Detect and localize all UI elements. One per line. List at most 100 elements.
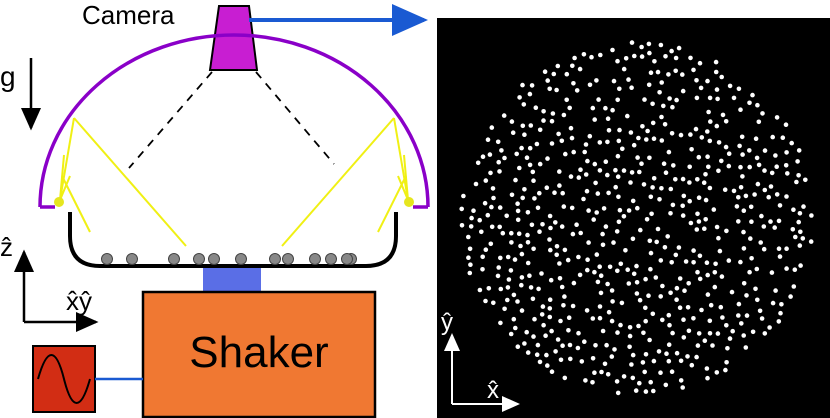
image-particle (579, 359, 585, 364)
image-particle (663, 170, 669, 175)
image-particle (687, 198, 692, 204)
image-particle (654, 239, 659, 245)
image-particle (720, 315, 725, 320)
image-particle (705, 78, 710, 84)
image-particle (515, 299, 520, 304)
sine-wave-icon (37, 354, 91, 404)
image-particle (601, 206, 607, 211)
image-particle (541, 118, 546, 123)
image-particle (759, 213, 764, 219)
image-particle (643, 389, 649, 394)
image-particle (518, 243, 523, 249)
image-particle (789, 140, 794, 146)
image-particle (682, 288, 687, 294)
image-particle (542, 69, 548, 74)
image-particle (697, 60, 703, 66)
image-particle (475, 160, 481, 166)
image-particle (685, 354, 690, 359)
image-particle (762, 148, 768, 153)
image-particle (623, 248, 628, 253)
image-particle (686, 281, 691, 286)
image-particle (626, 77, 631, 82)
image-particle (650, 311, 656, 317)
image-particle (801, 204, 806, 209)
image-particle (768, 184, 774, 189)
image-particle (628, 180, 633, 185)
image-particle (688, 220, 694, 226)
image-particle (577, 66, 583, 72)
image-particle (497, 205, 503, 210)
image-particle (467, 246, 473, 252)
image-particle (540, 222, 545, 227)
image-particle (502, 306, 507, 312)
image-particle (647, 337, 652, 343)
image-particle (631, 271, 637, 277)
image-particle (708, 119, 713, 124)
image-particle (747, 100, 752, 106)
image-particle (544, 352, 549, 358)
image-particle (512, 257, 518, 262)
image-particle (610, 299, 615, 304)
image-particle (466, 255, 471, 260)
image-particle (554, 244, 560, 249)
image-particle (586, 208, 591, 213)
image-particle (713, 59, 719, 65)
image-particle (637, 380, 642, 386)
image-particle (487, 152, 493, 157)
image-particle (537, 359, 543, 365)
image-particle (610, 107, 615, 113)
image-particle (797, 243, 803, 248)
image-particle (680, 176, 686, 182)
image-particle (626, 208, 632, 213)
image-particle (557, 261, 562, 266)
image-particle (663, 54, 668, 59)
image-particle (753, 286, 758, 292)
image-particle (702, 226, 707, 231)
image-particle (590, 380, 595, 385)
image-particle (808, 239, 814, 244)
image-particle (670, 330, 675, 336)
image-particle (724, 228, 729, 234)
image-particle (593, 343, 598, 348)
image-particle (681, 335, 687, 340)
image-particle (571, 280, 577, 286)
image-particle (585, 158, 590, 164)
image-particle (508, 268, 514, 273)
image-particle (691, 248, 696, 253)
image-particle (776, 246, 782, 251)
image-particle (710, 343, 715, 348)
image-particle (582, 149, 587, 155)
image-particle (568, 125, 574, 131)
image-particle (479, 229, 484, 235)
image-particle (519, 145, 524, 151)
image-particle (562, 294, 567, 299)
image-particle (768, 219, 773, 224)
image-particle (557, 169, 562, 174)
image-particle (584, 188, 590, 194)
image-particle (502, 155, 507, 161)
image-particle (719, 158, 724, 164)
image-particle (642, 369, 647, 375)
image-particle (650, 101, 655, 107)
image-particle (577, 272, 583, 278)
image-particle (495, 139, 501, 145)
image-particle (659, 80, 664, 85)
image-particle (592, 161, 598, 167)
image-particle (646, 41, 652, 47)
image-particle (480, 254, 486, 260)
image-particle (738, 259, 743, 265)
image-particle (726, 258, 732, 263)
image-particle (774, 192, 780, 197)
setup-particle (126, 253, 138, 265)
image-particle (719, 274, 725, 279)
image-particle (498, 255, 503, 261)
image-particle (705, 292, 711, 297)
image-particle (651, 136, 657, 141)
image-particle (643, 352, 649, 357)
camera-icon (208, 5, 259, 71)
image-particle (652, 59, 657, 64)
image-particle (594, 252, 600, 257)
image-particle (773, 288, 778, 293)
image-particle (659, 138, 665, 143)
image-particle (489, 125, 495, 130)
